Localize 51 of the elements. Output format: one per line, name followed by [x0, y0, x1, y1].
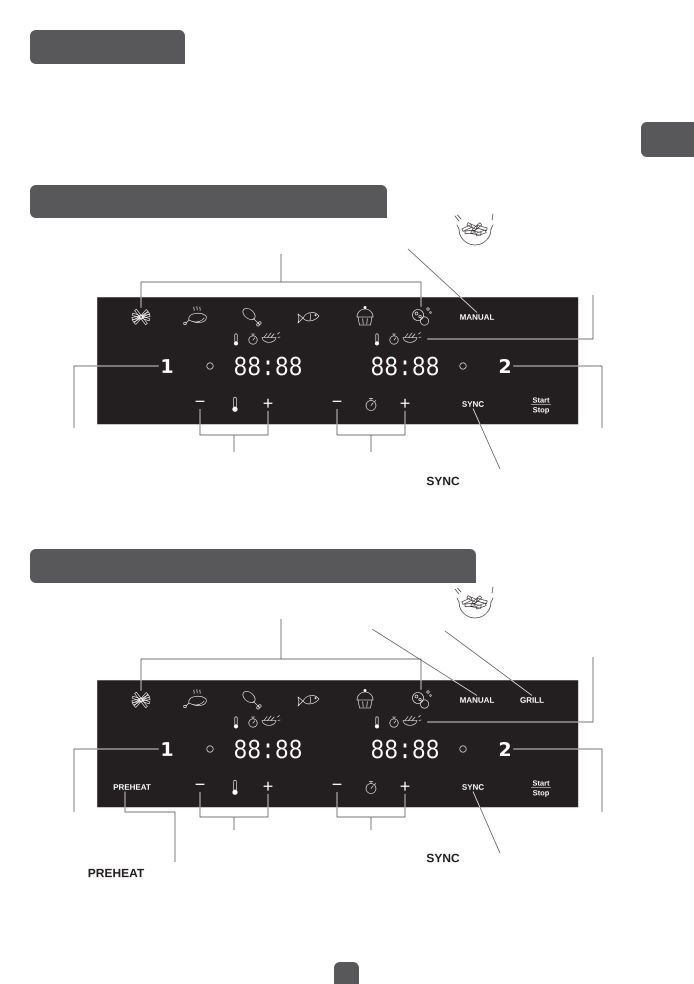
display-digits: 88:88 — [372, 356, 438, 376]
leader-line — [408, 248, 478, 313]
minus-sign: − — [332, 784, 342, 785]
plus-sign: + — [400, 782, 410, 791]
leader-line — [472, 408, 500, 470]
callout-label: SYNC — [426, 476, 460, 486]
leader-line — [140, 254, 422, 308]
display-digits: 88:88 — [372, 740, 438, 758]
leader-line — [200, 408, 268, 452]
callout-label: PREHEAT — [88, 868, 144, 878]
zone-number: 2 — [500, 358, 510, 374]
vegetables-icon — [412, 308, 432, 326]
display-digits: 88:88 — [234, 356, 301, 376]
minus-sign: − — [196, 400, 204, 402]
key-label: SYNC — [462, 401, 484, 407]
leader-line — [472, 791, 500, 854]
zone-number: 1 — [162, 742, 172, 756]
key-label: GRILL — [520, 697, 544, 703]
plus-sign: + — [264, 782, 272, 791]
leader-line — [512, 748, 602, 812]
leader-line — [426, 656, 594, 722]
minus-sign: − — [196, 784, 204, 785]
key-label: MANUAL — [460, 697, 494, 703]
leader-line — [74, 366, 160, 428]
leader-line — [336, 792, 406, 830]
callout-label: SYNC — [426, 854, 460, 862]
fries-icon — [132, 692, 150, 708]
minus-sign: − — [332, 400, 342, 402]
leader-line — [336, 408, 406, 452]
fries-icon — [132, 308, 150, 326]
key-label: SYNC — [462, 784, 484, 790]
leader-line — [372, 628, 478, 696]
plus-sign: + — [400, 398, 410, 408]
control-panel — [97, 297, 578, 424]
leader-line — [200, 792, 268, 830]
indicator-icons — [374, 332, 422, 346]
leader-line — [426, 294, 594, 340]
leader-line — [140, 618, 422, 692]
leader-line — [444, 630, 532, 696]
control-panel — [97, 680, 578, 808]
leader-line — [74, 748, 160, 812]
zone-number: 2 — [500, 742, 510, 756]
display-digits: 88:88 — [234, 740, 301, 758]
key-label: MANUAL — [460, 314, 494, 320]
leader-line — [124, 791, 176, 862]
plus-sign: + — [264, 398, 272, 408]
leader-line — [512, 366, 602, 428]
vegetables-icon — [412, 690, 432, 708]
zone-number: 1 — [162, 359, 172, 373]
key-label: PREHEAT — [114, 784, 151, 790]
indicator-icons — [374, 715, 422, 728]
